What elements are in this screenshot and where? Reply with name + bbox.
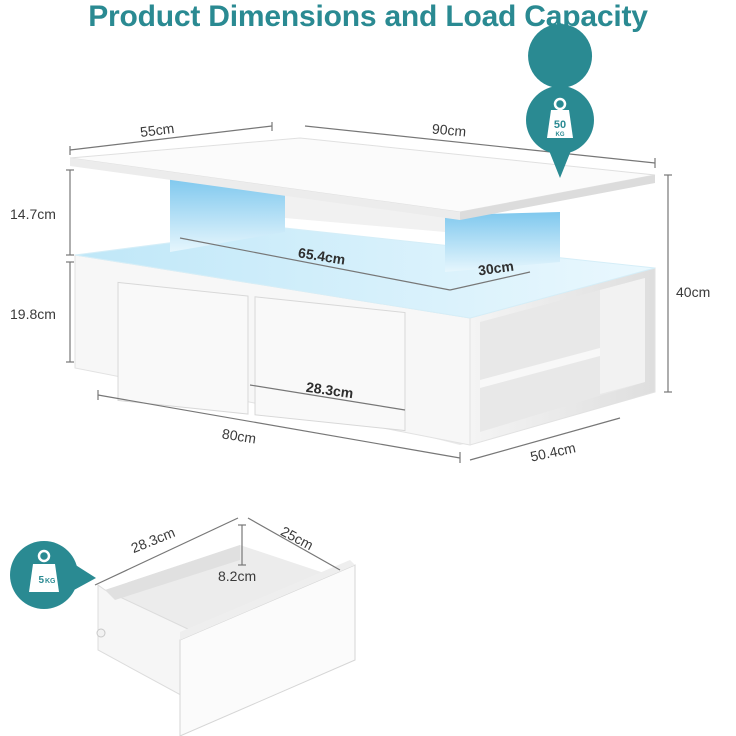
drawer-dimension-lines bbox=[94, 517, 341, 586]
badge-pointer bbox=[548, 148, 572, 178]
table-dimension-lines bbox=[66, 122, 672, 463]
led-riser-left bbox=[170, 178, 285, 252]
drawer-front-top bbox=[180, 560, 355, 640]
drawer-inner bbox=[105, 545, 330, 630]
weight-icon bbox=[547, 110, 573, 138]
coffee-table bbox=[69, 137, 656, 446]
badge-pointer-small bbox=[74, 564, 96, 590]
drawer-knob bbox=[96, 628, 106, 638]
drawer-illustration bbox=[96, 545, 356, 736]
drawer-bottom bbox=[105, 545, 240, 600]
led-riser-right bbox=[445, 212, 560, 272]
drawer-load-value: 5 bbox=[38, 575, 44, 586]
weight-icon-small bbox=[29, 564, 59, 592]
load-badge-5kg bbox=[10, 541, 96, 609]
table-top-edge-side bbox=[460, 175, 655, 220]
dim-upper-height: 14.7cm bbox=[10, 206, 56, 222]
table-load-value: 50 bbox=[553, 119, 567, 131]
table-load-unit: KG bbox=[555, 132, 565, 138]
side-compartment-back bbox=[600, 278, 645, 394]
drawer-front-right bbox=[254, 296, 406, 432]
drawer-load-unit: KG bbox=[45, 578, 56, 585]
riser-middle-panel bbox=[285, 195, 445, 232]
dim-total-height: 40cm bbox=[676, 284, 711, 300]
drawer-front-left bbox=[117, 281, 249, 415]
table-top-edge-front bbox=[70, 158, 460, 220]
dim-top-width: 90cm bbox=[431, 120, 467, 140]
dim-lower-height: 19.8cm bbox=[10, 306, 56, 322]
dim-drawer-height: 8.2cm bbox=[218, 568, 257, 584]
load-badge-50kg bbox=[526, 24, 594, 178]
